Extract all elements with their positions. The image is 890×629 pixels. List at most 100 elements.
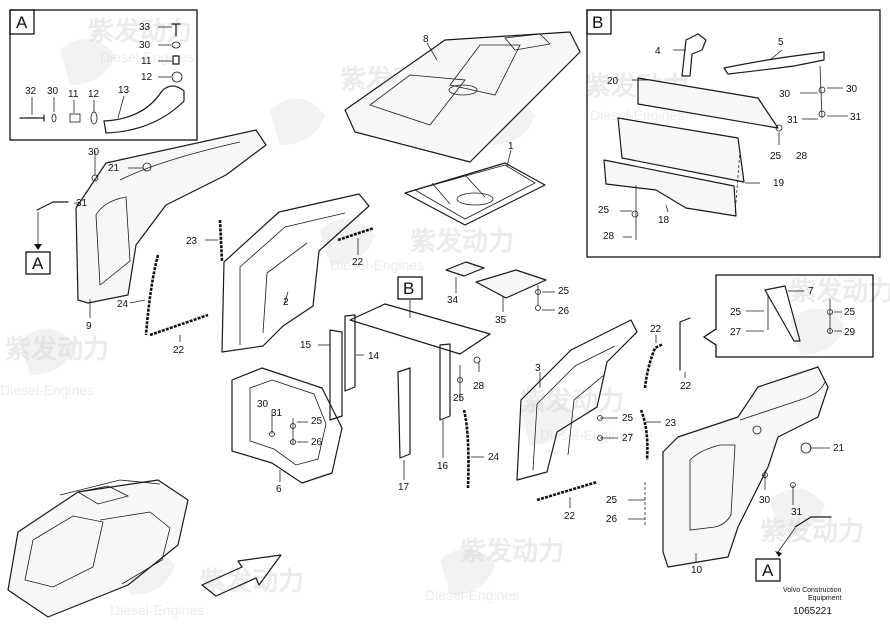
footer-company-line1: Volvo Construction — [783, 587, 841, 594]
detail-b-frame — [586, 9, 881, 258]
watermark-sub-4: Diesel-Engines — [0, 382, 94, 398]
callout-b-31a: 31 — [787, 115, 799, 126]
callout-b-30a: 30 — [779, 89, 791, 100]
watermark-brand-7: 紫发动力 — [790, 276, 890, 306]
callout-b-4: 4 — [655, 46, 661, 57]
watermark-brand-4: 紫发动力 — [5, 334, 109, 364]
callout-b-20: 20 — [607, 76, 619, 87]
detail-a-leaders — [31, 26, 172, 119]
watermark-logo-5: 紫发动力 Diesel-Engines — [320, 218, 514, 273]
part-1-roof-frame: 1 — [404, 141, 546, 226]
callout-31d: 31 — [791, 507, 803, 518]
callout-a-11: 11 — [141, 56, 152, 67]
callout-24: 24 — [117, 299, 129, 310]
detail-box-a: A 33 30 11 12 32 30 1 — [9, 9, 198, 141]
watermark-brand-8: 紫发动力 — [200, 566, 304, 596]
callout-24b: 24 — [488, 452, 500, 463]
watermark-brand-1: 紫发动力 — [88, 16, 192, 46]
callout-22c: 22 — [650, 324, 662, 335]
watermark-logo-8: 紫发动力 Diesel-Engines — [110, 548, 304, 618]
callout-a-30: 30 — [139, 40, 151, 51]
callout-a-11b: 11 — [68, 89, 79, 100]
detail-a-frame — [9, 9, 198, 141]
callout-25f: 25 — [844, 307, 856, 318]
ref-b-tag-label: B — [403, 279, 414, 298]
callout-25e: 25 — [730, 307, 742, 318]
callout-b-18: 18 — [658, 215, 670, 226]
part-8-roof-panel: 8 — [344, 31, 581, 163]
assembled-cab — [7, 479, 189, 618]
watermark-sub-8: Diesel-Engines — [110, 602, 204, 618]
callout-14: 14 — [368, 351, 380, 362]
callout-22a: 22 — [173, 345, 185, 356]
callout-28: 28 — [473, 381, 485, 392]
footer-doc-number: 1065221 — [793, 606, 832, 617]
center-fasteners: 28 25 24 — [453, 356, 500, 489]
callout-25a: 25 — [558, 286, 570, 297]
view-direction-arrow — [201, 554, 282, 597]
callout-a-30b: 30 — [47, 86, 59, 97]
detail-a-tag-box — [9, 9, 35, 35]
ref-a-right-box — [755, 558, 781, 582]
watermark-brand-10: 紫发动力 — [760, 516, 864, 546]
ref-a-left-box — [25, 251, 51, 275]
detail-b-leaders — [620, 49, 848, 238]
ref-a-left: A — [25, 212, 51, 275]
center-back-frame: 15 14 16 17 — [300, 303, 491, 493]
callout-a-12b: 12 — [88, 89, 100, 100]
callout-a-13: 13 — [118, 85, 130, 96]
callout-b-31b: 31 — [850, 112, 862, 123]
callout-22d: 22 — [680, 381, 692, 392]
callout-25d: 25 — [622, 413, 634, 424]
footer: Volvo Construction Equipment 1065221 — [783, 587, 842, 617]
watermark-logo-9: 紫发动力 Diesel-Engines — [425, 536, 564, 603]
callout-31c: 31 — [271, 408, 283, 419]
callout-a-33: 33 — [139, 22, 151, 33]
watermark-logo-7: 紫发动力 — [790, 276, 890, 355]
seals-left: 24 22 23 22 — [117, 219, 375, 356]
detail-b-parts — [603, 33, 826, 240]
ref-b-tag: B — [397, 276, 423, 318]
callout-16: 16 — [437, 461, 449, 472]
callout-9: 9 — [86, 321, 92, 332]
callout-27b: 27 — [730, 327, 742, 338]
callout-26c: 26 — [606, 514, 618, 525]
seals-right: 22 22 23 22 — [536, 317, 692, 522]
part-3-right-frame: 3 25 27 — [516, 319, 638, 481]
callout-b-28: 28 — [796, 151, 808, 162]
callout-3: 3 — [535, 363, 541, 374]
callout-b-19: 19 — [773, 178, 785, 189]
callout-9-31: 31 — [76, 198, 88, 209]
watermark-brand-9: 紫发动力 — [460, 536, 564, 566]
part-10-right-side-panel: 21 30 25 26 31 10 — [606, 366, 845, 576]
detail-b-tag-box — [586, 9, 612, 35]
detail-a-fasteners — [19, 23, 185, 134]
detail-box-part-7: 7 25 27 25 29 — [702, 274, 874, 358]
callout-25g: 25 — [606, 495, 618, 506]
watermark-logo-6: 紫发动力 Diesel-Engines — [520, 386, 634, 445]
watermark-logo-1: 紫发动力 Diesel-Engines — [60, 16, 194, 85]
callout-8: 8 — [423, 34, 429, 45]
callout-7: 7 — [808, 286, 814, 297]
callout-25c: 25 — [453, 393, 465, 404]
watermark-brand-6: 紫发动力 — [520, 386, 624, 416]
callout-34: 34 — [447, 295, 459, 306]
callout-b-30b: 30 — [846, 84, 858, 95]
watermark-brand-5: 紫发动力 — [410, 226, 514, 256]
part-9-left-side-panel: 30 21 31 9 — [36, 129, 267, 332]
watermark-sub-3: Diesel-Engines — [590, 107, 684, 123]
detail-b-tag: B — [592, 13, 603, 32]
callout-22e: 22 — [564, 511, 576, 522]
callout-25b: 25 — [311, 416, 323, 427]
callout-17: 17 — [398, 482, 410, 493]
callout-30c: 30 — [257, 399, 269, 410]
watermark-sub-9: Diesel-Engines — [425, 587, 519, 603]
watermark-logo-10: 紫发动力 — [760, 488, 864, 546]
ref-b-box — [397, 276, 423, 300]
part-6-front-frame: 30 31 25 26 6 — [231, 367, 343, 495]
callout-9-21: 21 — [108, 163, 120, 174]
callout-6: 6 — [276, 484, 282, 495]
callout-30d: 30 — [759, 495, 771, 506]
footer-company-line2: Equipment — [808, 595, 842, 602]
